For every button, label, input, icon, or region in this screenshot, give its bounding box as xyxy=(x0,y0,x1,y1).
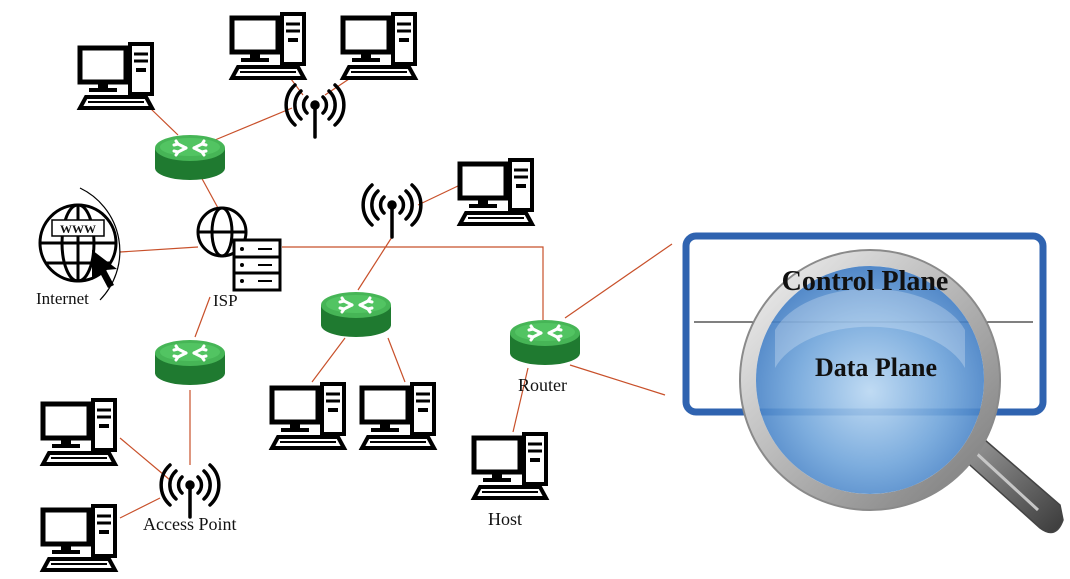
access-point-label: Access Point xyxy=(143,514,237,534)
link-router-top-to-wifi-top xyxy=(214,107,293,141)
internet-node: WWW Internet xyxy=(36,187,121,308)
isp-label: ISP xyxy=(213,291,238,310)
computer-icon xyxy=(460,160,532,224)
www-box xyxy=(51,219,105,237)
computer-icon xyxy=(272,384,344,448)
computer-icon xyxy=(343,14,415,78)
magnifier-icon xyxy=(739,249,1064,534)
link-router-mid-to-pc-right xyxy=(387,337,406,383)
isp-node: ISP xyxy=(196,206,282,310)
router-icon xyxy=(319,290,393,339)
link-router-to-panel-top xyxy=(564,243,673,319)
router-planes-panel: Control Plane Data Plane xyxy=(682,232,1064,534)
computer-icon xyxy=(474,434,546,498)
globe-icon xyxy=(38,203,118,283)
link-isp-to-router xyxy=(282,246,544,320)
link-router-to-panel-bottom xyxy=(569,364,666,396)
link-ap-to-pc-bottom xyxy=(119,497,161,519)
computer-icon xyxy=(362,384,434,448)
cursor-icon xyxy=(92,250,117,288)
link-pc-to-router-top xyxy=(149,107,179,136)
link-isp-to-router-low xyxy=(194,296,211,338)
globe-icon xyxy=(196,206,248,258)
router-icon xyxy=(508,318,582,367)
link-ap-to-pc-top xyxy=(119,437,171,481)
data-plane-label: Data Plane xyxy=(815,353,937,382)
computer-icon xyxy=(43,506,115,570)
wifi-icon xyxy=(361,183,423,239)
link-router-to-host xyxy=(512,367,529,433)
computer-icon xyxy=(80,44,152,108)
link-router-mid-to-pc-left xyxy=(311,337,346,383)
www-label: WWW xyxy=(60,222,96,236)
computer-icon xyxy=(43,400,115,464)
control-plane-label: Control Plane xyxy=(782,266,949,297)
server-icon xyxy=(232,238,282,292)
link-router-top-to-isp xyxy=(199,174,219,209)
wifi-icon xyxy=(284,83,346,139)
internet-label: Internet xyxy=(36,289,89,308)
link-internet-to-isp xyxy=(119,246,199,253)
link-wifi-mid-to-router-mid xyxy=(357,236,393,291)
router-icon xyxy=(153,133,227,182)
network-links xyxy=(119,74,673,519)
router-icon xyxy=(153,338,227,387)
computer-icon xyxy=(232,14,304,78)
host-label: Host xyxy=(488,509,522,529)
wifi-icon xyxy=(159,463,221,519)
router-label: Router xyxy=(518,375,567,395)
link-wifi-mid-to-pc xyxy=(417,184,461,206)
